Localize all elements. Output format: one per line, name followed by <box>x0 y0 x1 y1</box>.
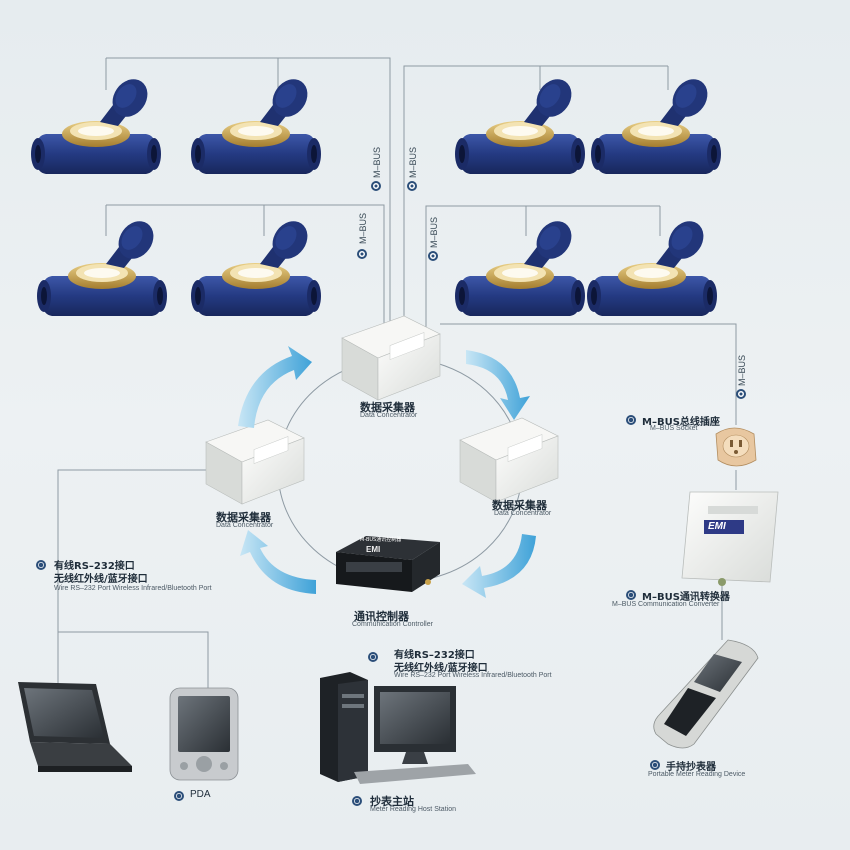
ports-left-bullet-icon <box>36 560 46 570</box>
concentrator-top-label-en: Data Concentrator <box>360 412 417 419</box>
host-label-en: Meter Reading Host Station <box>370 806 456 813</box>
mbus-socket <box>716 428 756 466</box>
concentrator-left-label-en: Data Concentrator <box>216 522 273 529</box>
ports-left-en: Wire RS–232 Port Wireless Infrared/Bluet… <box>54 585 212 592</box>
laptop <box>18 682 132 772</box>
bus-label-2: M–BUS <box>408 147 418 178</box>
converter-bullet-icon <box>626 590 636 600</box>
meter-reading-host-station <box>320 672 476 784</box>
water-meter-2 <box>191 72 321 174</box>
water-meter-5 <box>37 214 167 316</box>
water-meter-3 <box>455 72 585 174</box>
host-bullet-icon <box>352 796 362 806</box>
handheld-bullet-icon <box>650 760 660 770</box>
water-meter-7 <box>455 214 585 316</box>
controller-device-text: M-BUS通讯控制器 <box>360 536 401 543</box>
water-meter-8 <box>587 214 717 316</box>
water-meter-6 <box>191 214 321 316</box>
data-concentrator-left <box>206 420 304 504</box>
handheld-label-en: Portable Meter Reading Device <box>648 771 745 778</box>
bus-label-3: M–BUS <box>358 213 368 244</box>
mbus-communication-converter <box>682 492 778 586</box>
converter-brand: EMI <box>708 521 726 532</box>
data-concentrator-right <box>460 418 558 502</box>
water-meter-1 <box>31 72 161 174</box>
socket-bullet-icon <box>626 415 636 425</box>
bus-label-5: M–BUS <box>737 355 747 386</box>
ports-center-bullet-icon <box>368 652 378 662</box>
pda-bullet-icon <box>174 791 184 801</box>
converter-label-en: M–BUS Communication Converter <box>612 601 719 608</box>
socket-label-en: M–BUS Socket <box>650 425 697 432</box>
portable-meter-reading-device <box>654 640 758 748</box>
bus-label-4: M–BUS <box>429 217 439 248</box>
pda-label: PDA <box>190 789 211 800</box>
controller-brand: EMI <box>366 545 380 554</box>
controller-label-en: Communication Controller <box>352 621 433 628</box>
ports-left-line2: 无线红外线/蓝牙接口 <box>54 570 148 585</box>
concentrator-right-label-en: Data Concentrator <box>494 510 551 517</box>
bus-label-1: M–BUS <box>372 147 382 178</box>
communication-controller <box>336 536 440 592</box>
ports-center-en: Wire RS–232 Port Wireless Infrared/Bluet… <box>394 672 552 679</box>
data-concentrator-top <box>342 316 440 400</box>
pda-device <box>170 688 238 780</box>
water-meter-4 <box>591 72 721 174</box>
